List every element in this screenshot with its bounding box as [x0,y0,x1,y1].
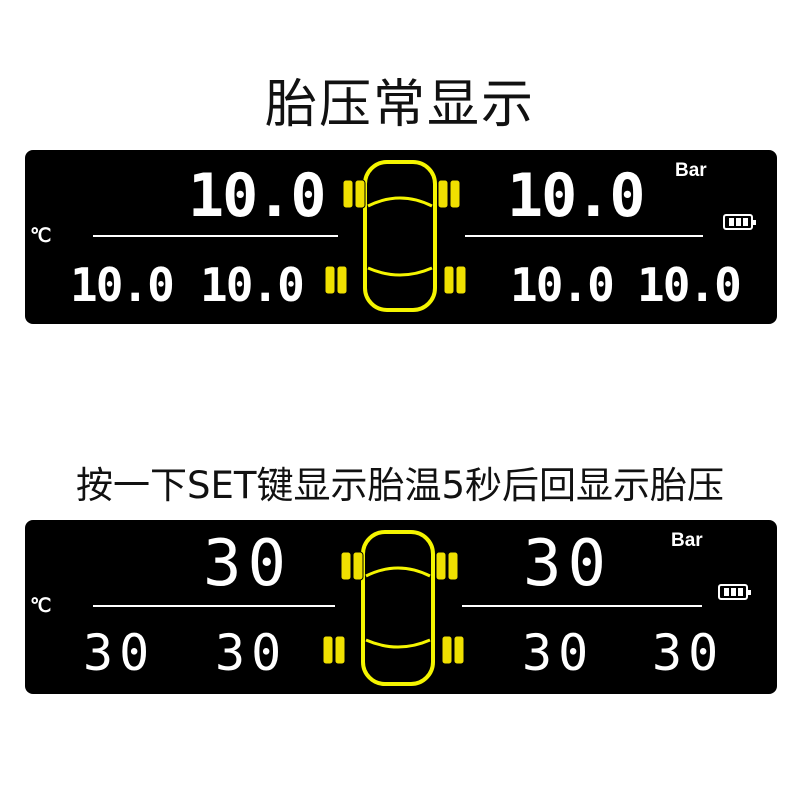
rear-pressure-4: 10.0 [637,258,742,312]
rear-pressure-1: 10.0 [70,258,175,312]
car-top-view-icon [322,530,465,686]
front-left-pressure: 10.0 [188,161,326,231]
rear-pressure-3: 10.0 [510,258,615,312]
tpms-temperature-display: 30 30 30 30 30 30 Bar ℃ [25,520,777,694]
battery-icon [723,214,756,230]
top-caption: 胎压常显示 [264,75,535,135]
rear-temperature-2: 30 [215,624,288,682]
rear-pressure-2: 10.0 [200,258,305,312]
rear-temperature-1: 30 [83,624,156,682]
tire-icon [324,179,467,295]
celsius-label: ℃ [30,226,52,247]
battery-icon [718,584,751,600]
middle-caption: 按一下SET键显示胎温5秒后回显示胎压 [75,464,724,507]
celsius-label: ℃ [30,596,52,617]
rear-temperature-4: 30 [652,624,725,682]
car-top-view-icon [324,160,467,312]
rear-temperature-3: 30 [522,624,595,682]
unit-bar-label: Bar [671,530,703,551]
front-right-temperature: 30 [523,527,613,601]
unit-bar-label: Bar [675,160,707,181]
left-divider [93,605,335,607]
left-divider [93,235,338,237]
tpms-pressure-display: 10.0 10.0 10.0 10.0 10.0 10.0 Bar ℃ [25,150,777,324]
front-right-pressure: 10.0 [507,161,645,231]
right-divider [462,605,702,607]
right-divider [465,235,703,237]
front-left-temperature: 30 [203,527,293,601]
tire-icon [322,551,465,665]
